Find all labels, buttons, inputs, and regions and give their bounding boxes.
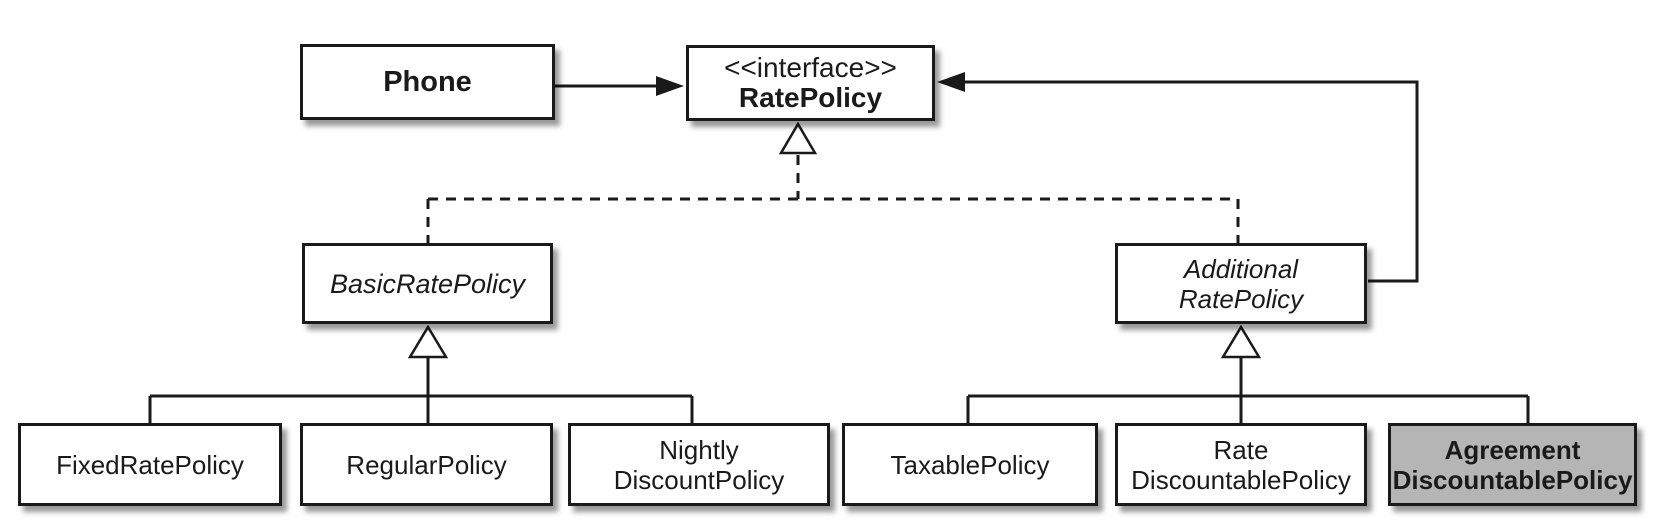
class-label-regularpolicy: RegularPolicy	[346, 449, 507, 480]
class-label-additionalratepolicy-line1: Additional	[1183, 253, 1299, 284]
class-label-agreementdiscountablepolicy-line1: Agreement	[1444, 434, 1581, 465]
filled-arrowhead-left-icon	[937, 72, 965, 92]
association-line-additional-ratepolicy	[960, 80, 1419, 283]
class-label-taxablepolicy: TaxablePolicy	[890, 449, 1050, 480]
class-label-ratepolicy: RatePolicy	[738, 82, 883, 113]
class-box-agreementdiscountablepolicy-highlighted: Agreement DiscountablePolicy	[1388, 423, 1637, 506]
hollow-triangle-realization-icon	[778, 121, 818, 155]
class-label-additionalratepolicy-line2: RatePolicy	[1178, 283, 1304, 314]
interface-stereotype: <<interface>>	[724, 52, 897, 83]
class-label-nightlydiscountpolicy-line1: Nightly	[659, 434, 739, 465]
class-box-taxablepolicy: TaxablePolicy	[842, 423, 1098, 506]
class-box-additionalratepolicy: Additional RatePolicy	[1115, 243, 1367, 324]
class-box-regularpolicy: RegularPolicy	[300, 423, 553, 506]
class-label-ratediscountablepolicy-line1: Rate	[1213, 434, 1269, 465]
interface-box-ratepolicy: <<interface>> RatePolicy	[686, 45, 935, 121]
class-label-ratediscountablepolicy-line2: DiscountablePolicy	[1131, 464, 1351, 495]
class-label-nightlydiscountpolicy-line2: DiscountPolicy	[613, 464, 785, 495]
class-box-basicratepolicy: BasicRatePolicy	[302, 243, 553, 324]
class-box-phone: Phone	[300, 44, 555, 120]
hollow-triangle-additional-icon	[1220, 324, 1262, 359]
class-box-ratediscountablepolicy: Rate DiscountablePolicy	[1115, 423, 1367, 506]
class-label-phone: Phone	[383, 66, 472, 98]
class-label-agreementdiscountablepolicy-line2: DiscountablePolicy	[1392, 464, 1633, 495]
hollow-triangle-basic-icon	[407, 324, 449, 359]
class-box-nightlydiscountpolicy: Nightly DiscountPolicy	[568, 423, 830, 506]
class-label-fixedratepolicy: FixedRatePolicy	[56, 449, 244, 480]
class-box-fixedratepolicy: FixedRatePolicy	[18, 423, 282, 506]
filled-arrowhead-right-icon	[656, 76, 684, 96]
class-label-basicratepolicy: BasicRatePolicy	[329, 268, 526, 299]
